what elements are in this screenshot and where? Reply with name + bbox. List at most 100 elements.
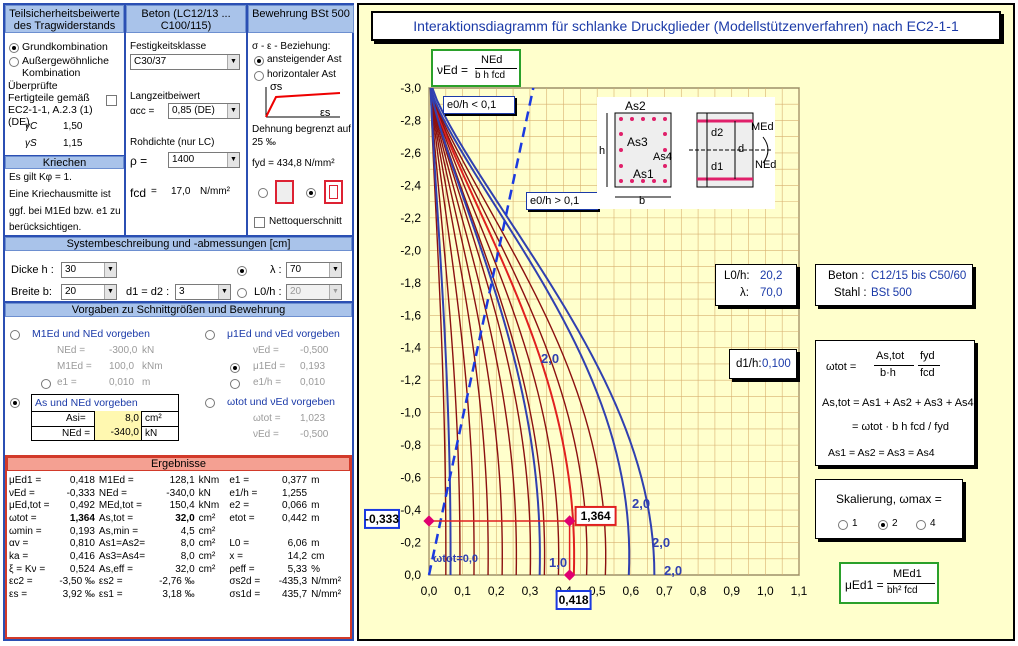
result-cell: N/mm² (311, 576, 342, 588)
result-cell: m (311, 538, 320, 550)
l0h-select[interactable]: 20▼ (286, 284, 342, 300)
e1h-radio[interactable] (230, 379, 240, 389)
dicke-label: Dicke h : (11, 264, 54, 276)
langzeit-label: Langzeitbeiwert (130, 91, 201, 102)
d12-select[interactable]: 3▼ (175, 284, 231, 300)
beton-value: C12/15 bis C50/60 (871, 270, 967, 282)
fyd-label: fyd = 434,8 N/mm² (252, 158, 335, 169)
results-header: Ergebnisse (7, 457, 350, 471)
ved-label: νEd = (253, 345, 279, 356)
sigma-s-label: σs (270, 81, 283, 93)
scale-4-label: 4 (930, 518, 936, 529)
lambda-select[interactable]: 70▼ (286, 262, 342, 278)
rho-select[interactable]: 1400▼ (168, 152, 240, 168)
e1h-value: 0,010 (300, 377, 326, 388)
fertigteile-checkbox[interactable] (106, 95, 117, 106)
ned-value: -300,0 (109, 345, 138, 356)
omega-formula-box: ωtot = As,tot b·h fyd fcd As,tot = As1 +… (815, 340, 975, 466)
kr-line-1: Es gilt Kφ = 1. (9, 172, 72, 183)
result-cell: μEd,tot = (9, 500, 50, 512)
result-cell: cm (311, 550, 325, 562)
e0h-limit-line (427, 87, 535, 576)
kriechen-section: Kriechen Es gilt Kφ = 1. Eine Kriechausm… (5, 155, 126, 235)
asi-input[interactable]: 8,0 (94, 411, 142, 426)
result-cell: M1Ed = (98, 474, 134, 486)
result-cell: 128,1 (169, 474, 195, 486)
diagram-title: Interaktionsdiagramm für schlanke Druckg… (413, 18, 959, 34)
m1-ned-radio[interactable] (10, 330, 20, 340)
ned-unit: kN (142, 345, 155, 356)
curve-label-2-0: 2,0 (541, 351, 559, 366)
result-cell: L0 = (229, 538, 250, 550)
omega-curve (429, 87, 532, 576)
d-label: d (738, 143, 745, 155)
steel-header: Bewehrung BSt 500 (248, 5, 354, 33)
ned2-label: NEd = (62, 428, 91, 439)
eps-s-label: εs (320, 107, 331, 119)
chevron-down-icon: ▼ (227, 55, 239, 69)
mu1ed-radio[interactable] (230, 363, 240, 373)
mu-label: μEd1 = (845, 578, 884, 592)
dicke-select[interactable]: 30▼ (61, 262, 117, 278)
result-cell: As,tot = (98, 512, 134, 524)
result-cell: -3,50 ‰ (59, 576, 95, 588)
y-tick-label: -2,0 (400, 243, 421, 257)
result-cell: 1,255 (282, 487, 308, 499)
result-cell (309, 525, 350, 538)
scale-1-radio[interactable] (838, 520, 848, 530)
acc-select[interactable]: 0,85 (DE)▼ (168, 103, 240, 119)
scale-4-radio[interactable] (916, 520, 926, 530)
as-ned-radio[interactable] (10, 398, 20, 408)
x-tick-label: 0,2 (488, 584, 505, 598)
chevron-down-icon: ▼ (329, 263, 341, 277)
omt-label: ωtot = (253, 413, 281, 424)
y-tick-label: -2,4 (400, 178, 421, 192)
cross-section-figure: As2 As3 As4 As1 h b d2 d1 d MEd NEd (597, 97, 776, 209)
omega-curve-blue (429, 87, 541, 576)
acc-value: 0,85 (DE) (172, 105, 215, 116)
chevron-down-icon: ▼ (329, 285, 341, 299)
lambda-radio[interactable] (237, 266, 247, 276)
result-cell: As,min = (98, 525, 139, 537)
d1-label: d1 (711, 161, 724, 173)
system-header: Systembeschreibung und -abmessungen [cm] (5, 237, 352, 251)
result-cell: N/mm² (311, 589, 342, 601)
netto-label: Nettoquerschnitt (269, 216, 342, 227)
ausser-radio[interactable] (9, 57, 19, 67)
result-cell: As1=As2= (98, 538, 146, 550)
fcd-value: 17,0 (171, 186, 191, 197)
lambda-diag-value: 70,0 (760, 287, 783, 299)
mu1-radio[interactable] (205, 330, 215, 340)
x-tick-label: 0,1 (454, 584, 471, 598)
result-cell: νEd = (9, 487, 35, 499)
result-cell: 0,377 (282, 474, 308, 486)
y-tick-label: -2,6 (400, 146, 421, 160)
festigkeit-select[interactable]: C30/37 ▼ (130, 54, 240, 70)
netto-checkbox[interactable] (254, 217, 265, 228)
e1-radio[interactable] (41, 379, 51, 389)
festigkeit-value: C30/37 (134, 56, 167, 67)
result-cell: 0,810 (69, 538, 95, 550)
sigma-eps-label: σ - ε - Beziehung: (252, 41, 331, 52)
ned2-input[interactable]: -340,0 (94, 426, 142, 440)
breite-select[interactable]: 20▼ (61, 284, 117, 300)
section-hollow-radio[interactable] (306, 188, 316, 198)
vorgaben-header: Vorgaben zu Schnittgrößen und Bewehrung (5, 303, 352, 317)
horizontal-radio[interactable] (254, 71, 264, 81)
section-full-radio[interactable] (258, 188, 268, 198)
ansteigend-radio[interactable] (254, 56, 264, 66)
y-tick-label: -1,0 (400, 406, 421, 420)
grundkombination-radio[interactable] (9, 43, 19, 53)
y-tick-label: -1,8 (400, 276, 421, 290)
omtot-radio[interactable] (205, 398, 215, 408)
l0h-radio[interactable] (237, 288, 247, 298)
scale-2-radio[interactable] (878, 520, 888, 530)
result-cell: 150,4 (169, 500, 195, 512)
rho-label: ρ = (130, 154, 148, 168)
ned2-unit: kN (145, 428, 158, 439)
nu-formula-box: νEd = NEd b h fcd (431, 49, 521, 87)
